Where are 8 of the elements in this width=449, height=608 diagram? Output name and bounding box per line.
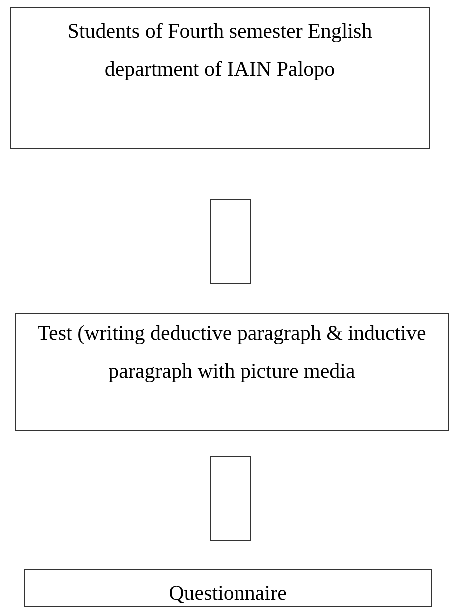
box-text: Students of Fourth semester English department of IAIN Palopo: [66, 18, 374, 83]
empty-rectangle: [210, 199, 251, 284]
process-box: [15, 313, 449, 431]
process-box: [24, 569, 432, 607]
empty-rectangle: [210, 456, 251, 541]
box-text: Questionnaire: [169, 580, 287, 607]
box-text: Test (writing deductive paragraph & inductive paragraph with picture media: [36, 320, 428, 385]
process-box: [10, 7, 430, 149]
